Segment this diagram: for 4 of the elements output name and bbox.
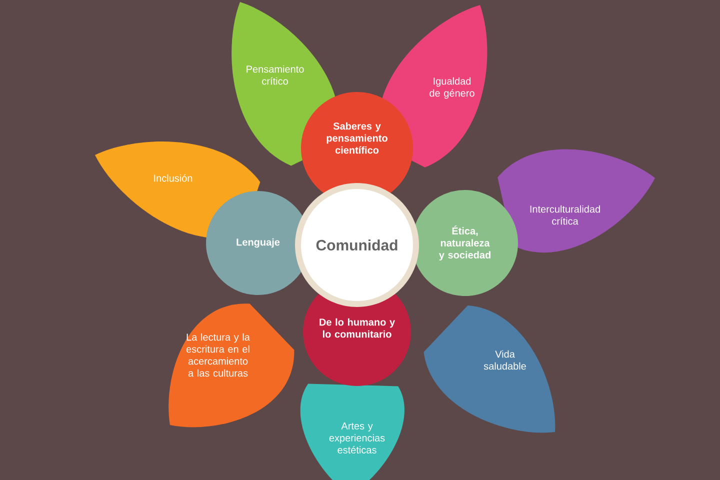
petal: Artes y experiencias estéticas [300, 384, 404, 480]
petal: Interculturalidad crítica [498, 149, 655, 253]
petal: La lectura y la escritura en el acercamiento a las culturas [168, 304, 294, 428]
petal: Vida saludable [424, 306, 555, 433]
